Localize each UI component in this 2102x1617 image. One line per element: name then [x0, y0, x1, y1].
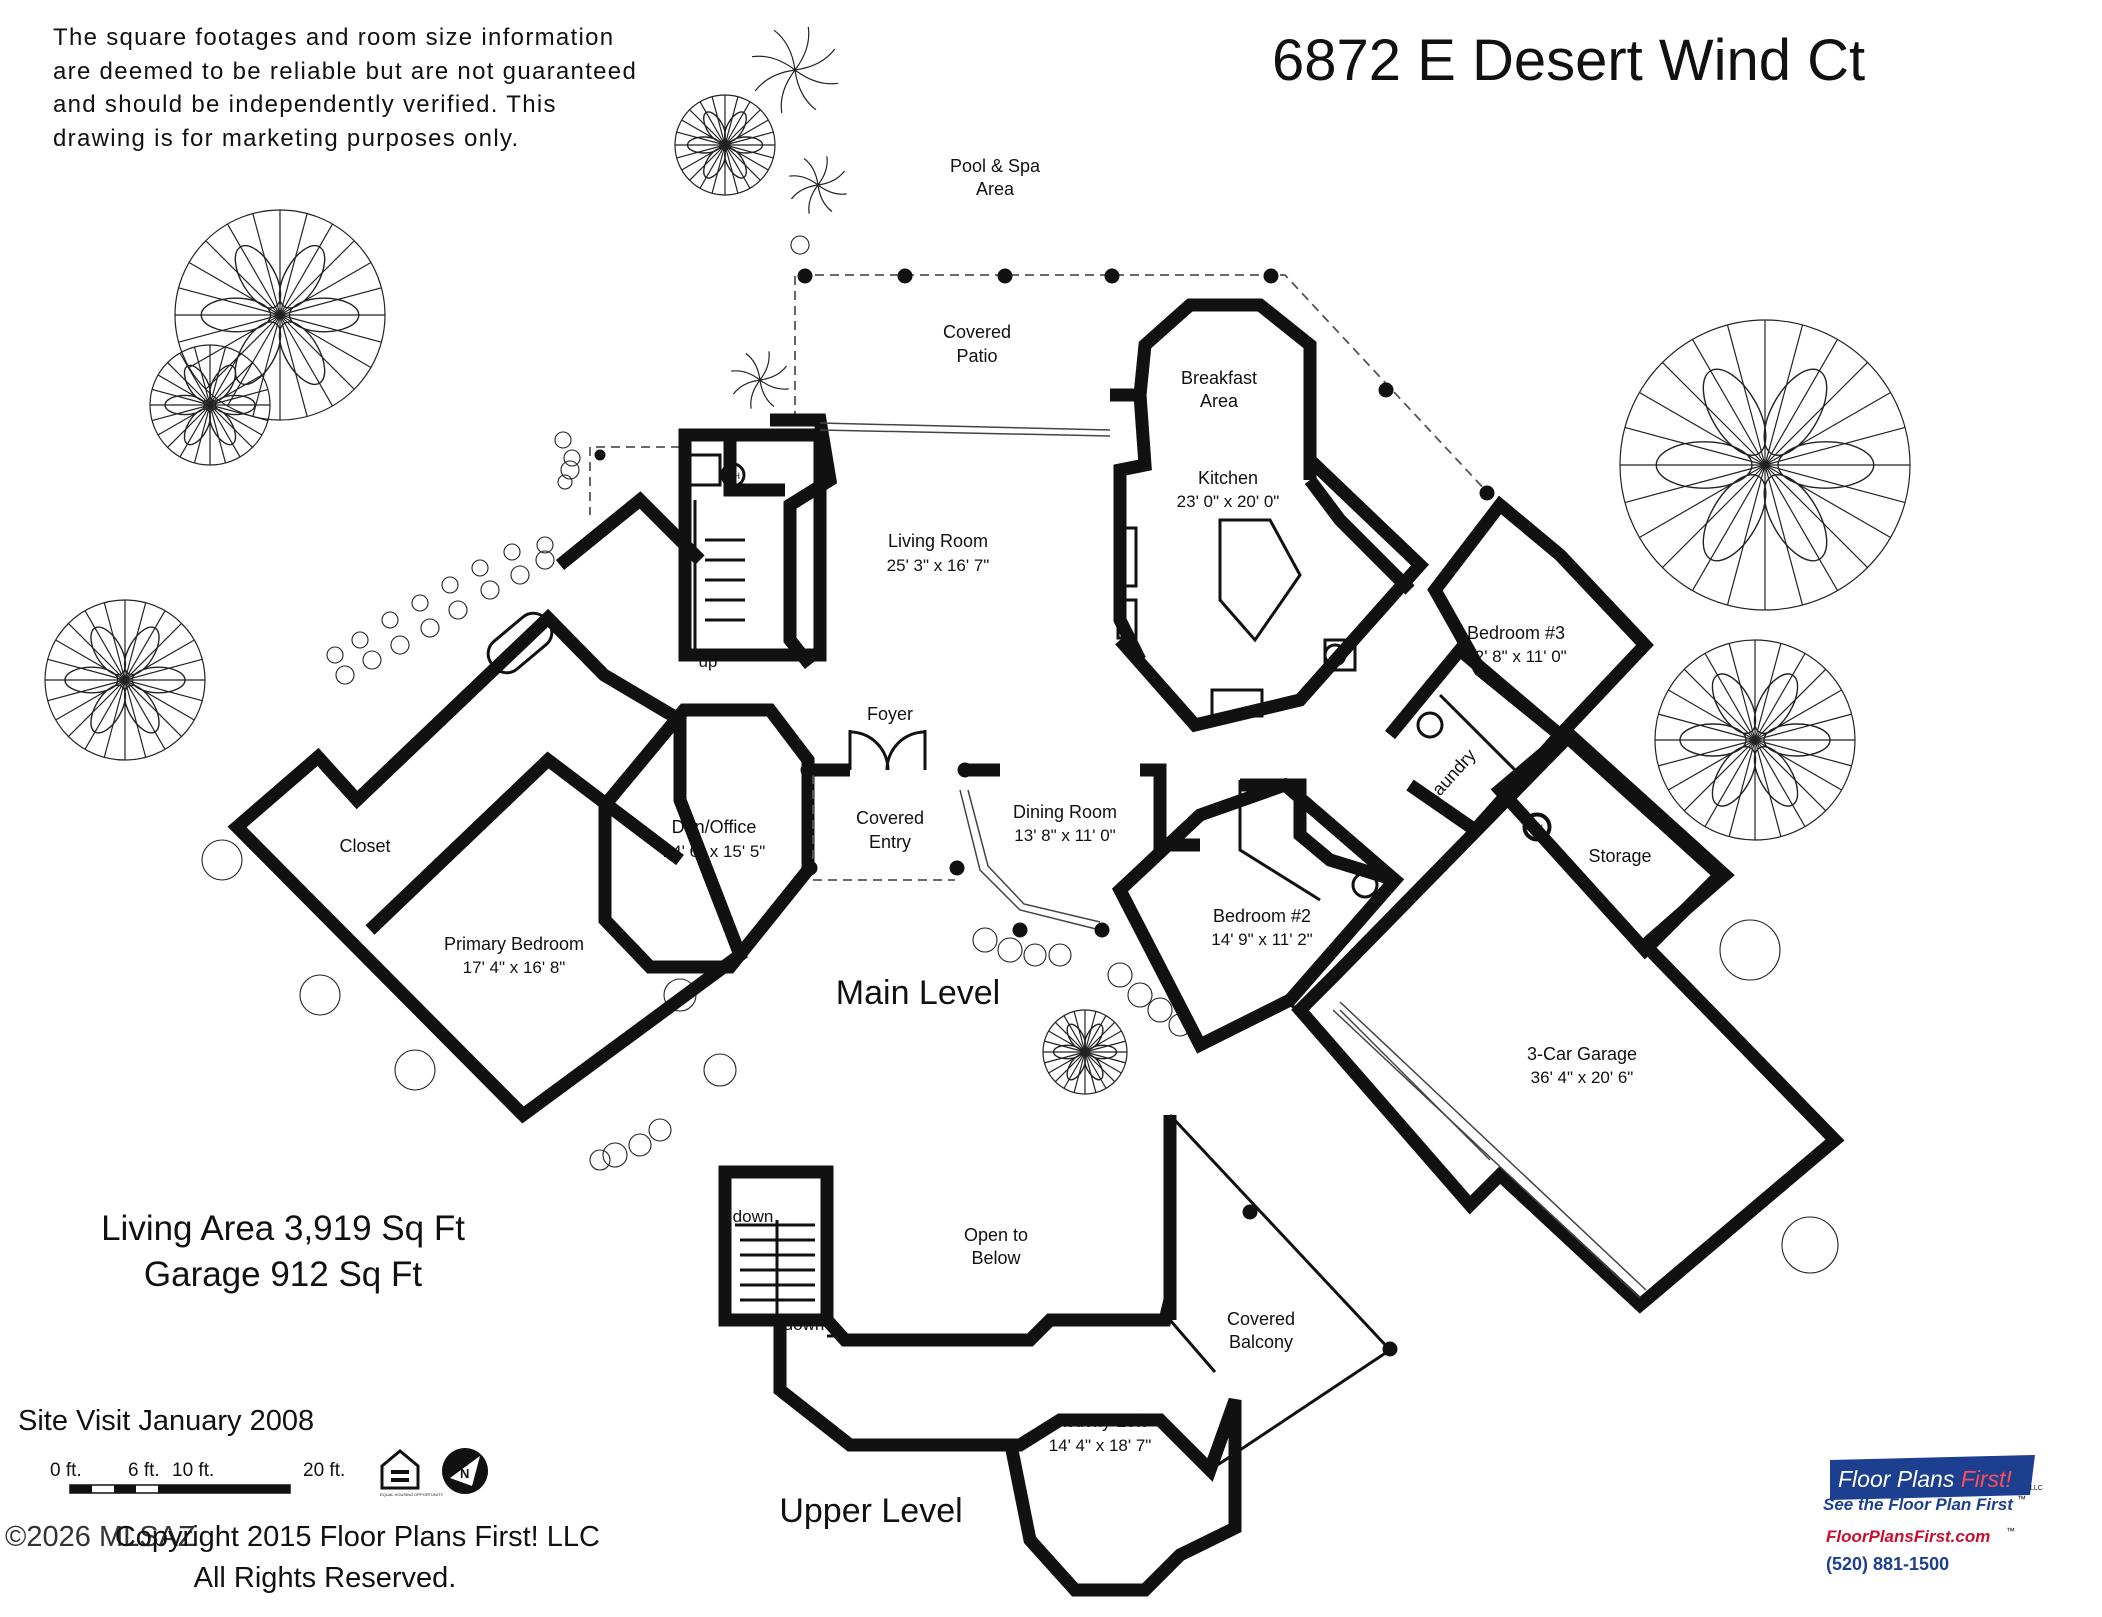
- tree-icon: [174, 209, 386, 421]
- stair-down-label-2: down: [784, 1315, 825, 1334]
- stair-down-label-1: down: [733, 1207, 774, 1226]
- primary-bedroom-name: Primary Bedroom: [444, 934, 584, 954]
- tree-icon: [1619, 319, 1911, 611]
- covered-balcony-label-1: Covered: [1227, 1309, 1295, 1329]
- scale-label-0: 0 ft.: [50, 1460, 82, 1481]
- brand-phone: (520) 881-1500: [1826, 1554, 1949, 1574]
- covered-patio-label-2: Patio: [956, 346, 997, 366]
- equal-housing-logo: EQUAL HOUSING OPPORTUNITY: [380, 1449, 443, 1497]
- open-below-label-1: Open to: [964, 1225, 1028, 1245]
- scale-bar: 0 ft. 6 ft. 10 ft. 20 ft.: [50, 1460, 345, 1494]
- breakfast-label-2: Area: [1200, 391, 1239, 411]
- svg-text:™: ™: [2017, 1494, 2026, 1504]
- tree-icon: [44, 599, 206, 761]
- tree-icon: [149, 344, 271, 466]
- dining-size: 13' 8" x 11' 0": [1014, 826, 1115, 845]
- svg-text:The square footages and room s: The square footages and room size inform…: [53, 24, 614, 51]
- brand-tagline: See the Floor Plan First: [1823, 1495, 2014, 1514]
- bedroom3-name: Bedroom #3: [1467, 623, 1565, 643]
- garage-size: 36' 4" x 20' 6": [1531, 1068, 1634, 1087]
- copyright-line-1: Copyright 2015 Floor Plans First! LLC: [115, 1521, 600, 1553]
- copyright-line-2: All Rights Reserved.: [194, 1562, 457, 1594]
- garage-name: 3-Car Garage: [1527, 1044, 1637, 1064]
- landscape-trees: [44, 26, 1911, 1095]
- bedroom2-name: Bedroom #2: [1213, 906, 1311, 926]
- palm-tree-icon: [789, 156, 847, 214]
- tree-icon: [1042, 1009, 1128, 1095]
- svg-text:LLC: LLC: [2030, 1485, 2043, 1492]
- upper-level-title: Upper Level: [779, 1492, 962, 1530]
- svg-text:EQUAL HOUSING OPPORTUNITY: EQUAL HOUSING OPPORTUNITY: [380, 1492, 443, 1497]
- water-heater-label-garage: WH: [1528, 823, 1543, 833]
- foyer-label: Foyer: [867, 704, 913, 724]
- copyright-block: ©2026 MLSAZ Copyright 2015 Floor Plans F…: [5, 1521, 600, 1594]
- fixtures: WH WH: [486, 453, 1552, 899]
- open-below-label-2: Below: [971, 1248, 1021, 1268]
- scale-label-10: 10 ft.: [172, 1460, 214, 1481]
- garage-area-total: Garage 912 Sq Ft: [144, 1255, 422, 1294]
- breakfast-label-1: Breakfast: [1181, 368, 1257, 388]
- palm-tree-icon: [731, 351, 789, 409]
- svg-text:and should be independently ve: and should be independently verified. Th…: [53, 91, 557, 118]
- scale-label-20: 20 ft.: [303, 1460, 345, 1481]
- pool-label-2: Area: [976, 179, 1015, 199]
- site-visit-label: Site Visit January 2008: [18, 1405, 314, 1437]
- bedroom3-size: 12' 8" x 11' 0": [1465, 647, 1566, 666]
- main-level-walls: [227, 298, 1845, 1314]
- kitchen-name: Kitchen: [1198, 468, 1258, 488]
- svg-text:are deemed to be reliable but: are deemed to be reliable but are not gu…: [53, 58, 637, 85]
- covered-balcony-label-2: Balcony: [1229, 1332, 1293, 1352]
- dining-name: Dining Room: [1013, 802, 1117, 822]
- property-address-title: 6872 E Desert Wind Ct: [1272, 28, 1865, 93]
- patio-posts: [594, 268, 1495, 501]
- palm-tree-icon: [751, 26, 839, 114]
- landscape-shrubs: [201, 235, 1839, 1274]
- tree-icon: [1654, 639, 1856, 841]
- living-room-size: 25' 3" x 16' 7": [887, 556, 990, 575]
- stair-up-label: up: [699, 652, 718, 671]
- main-level-title: Main Level: [836, 974, 1000, 1012]
- closet-label: Closet: [339, 836, 390, 856]
- upper-level-walls: [718, 1113, 1398, 1597]
- pool-label-1: Pool & Spa: [950, 156, 1041, 176]
- covered-entry-label-1: Covered: [856, 808, 924, 828]
- living-area-total: Living Area 3,919 Sq Ft: [101, 1209, 465, 1248]
- north-compass-icon: N: [442, 1448, 488, 1494]
- watermark: ©2026 MLSAZ: [5, 1521, 196, 1553]
- water-heater-label: WH: [725, 471, 740, 481]
- room-labels: Pool & Spa Area Covered Patio Breakfast …: [339, 156, 1651, 1455]
- scale-label-6: 6 ft.: [128, 1460, 160, 1481]
- den-name: Den/Office: [672, 817, 757, 837]
- laundry-label: Laundry: [1421, 745, 1479, 807]
- covered-patio-label-1: Covered: [943, 322, 1011, 342]
- brand-url: FloorPlansFirst.com: [1826, 1527, 1990, 1546]
- svg-text:™: ™: [2006, 1526, 2015, 1536]
- svg-text:drawing is for marketing purpo: drawing is for marketing purposes only.: [53, 125, 519, 152]
- brand-name: Floor Plans First!: [1838, 1466, 2012, 1492]
- side-yard-boundary: [589, 446, 680, 515]
- covered-entry-label-2: Entry: [869, 832, 911, 852]
- kitchen-size: 23' 0" x 20' 0": [1177, 492, 1280, 511]
- den-size: 14' 6" x 15' 5": [663, 842, 766, 861]
- activity-loft-size: 14' 4" x 18' 7": [1049, 1436, 1152, 1455]
- bedroom2-size: 14' 9" x 11' 2": [1211, 930, 1312, 949]
- floor-plans-first-logo: Floor Plans First! LLC See the Floor Pla…: [1823, 1455, 2043, 1574]
- living-room-name: Living Room: [888, 531, 988, 551]
- activity-loft-name: Activity Loft: [1054, 1411, 1146, 1431]
- storage-label: Storage: [1588, 846, 1651, 866]
- tree-icon: [674, 94, 776, 196]
- svg-text:N: N: [460, 1466, 469, 1481]
- primary-bedroom-size: 17' 4" x 16' 8": [463, 958, 566, 977]
- disclaimer: The square footages and room size inform…: [53, 24, 637, 152]
